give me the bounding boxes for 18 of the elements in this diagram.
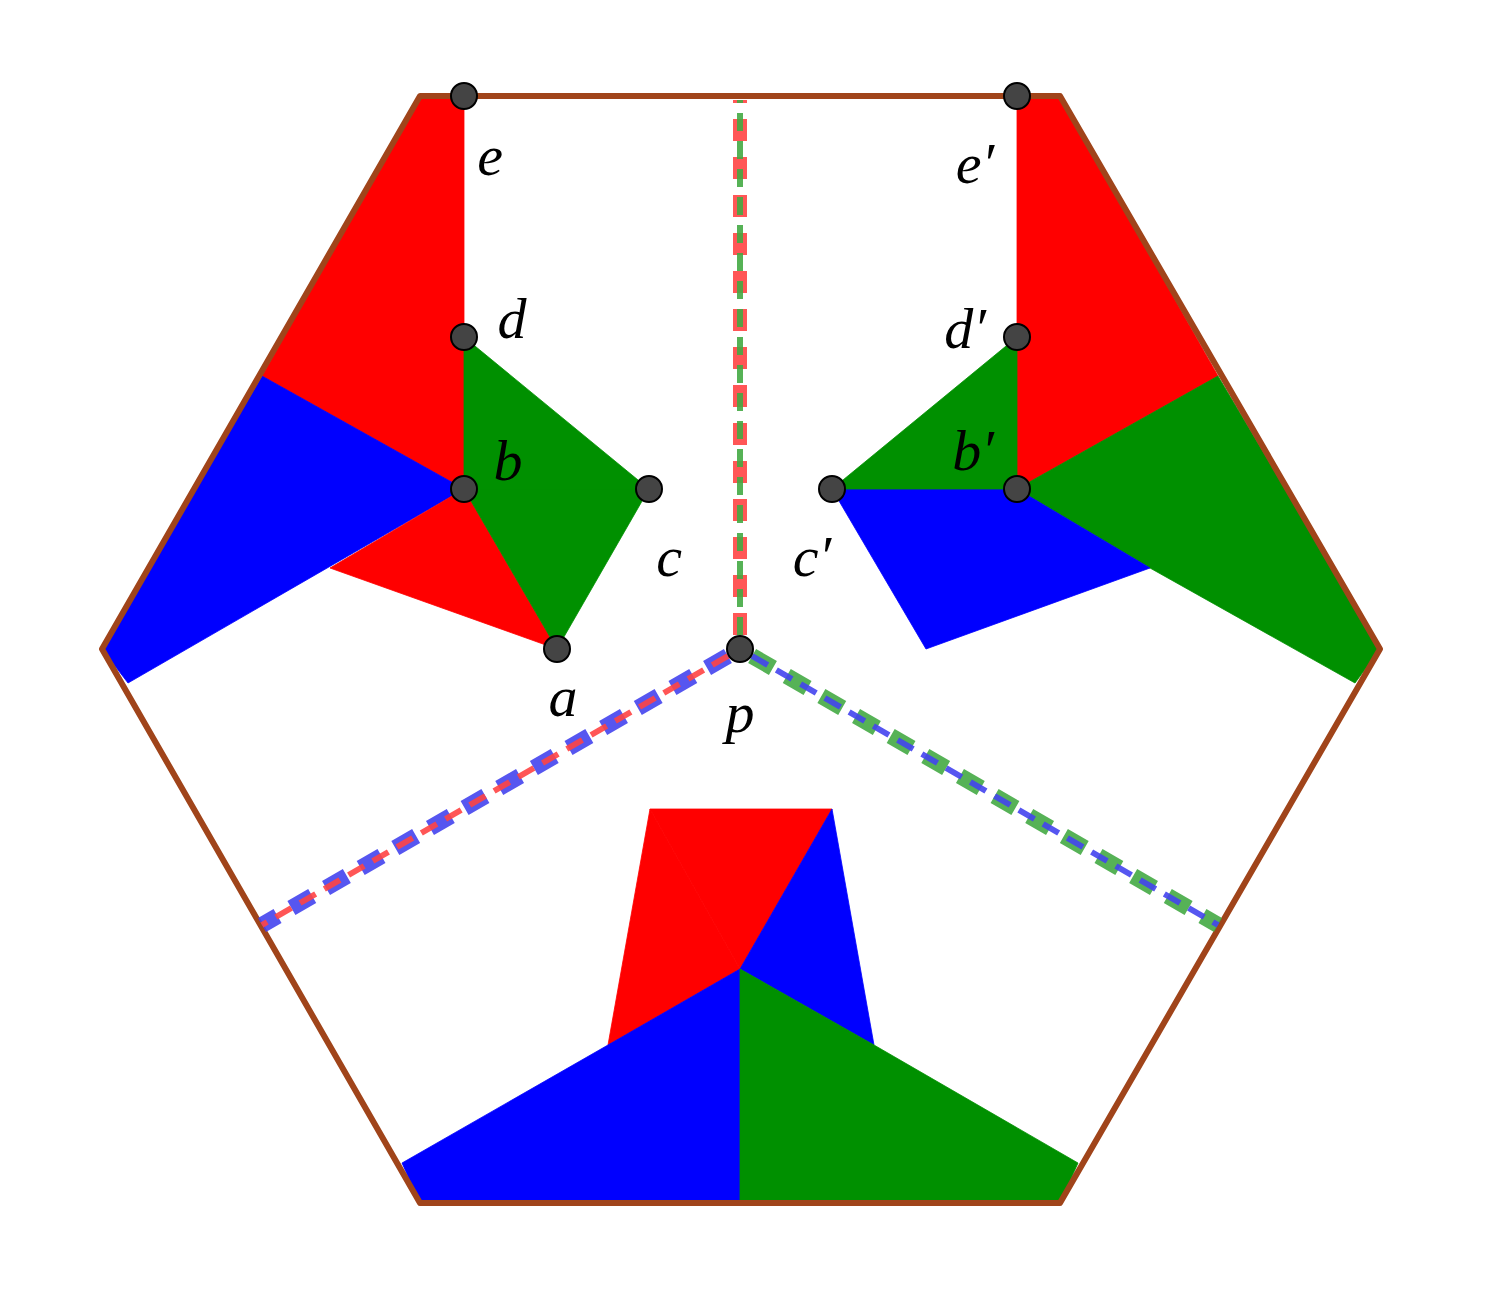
point-label: b′ xyxy=(952,422,994,480)
point-marker xyxy=(543,635,571,663)
point-label: b xyxy=(493,432,523,490)
point-marker xyxy=(450,82,478,110)
point-label: c′ xyxy=(792,528,832,586)
dashed-line xyxy=(733,100,747,635)
point-marker xyxy=(818,475,846,503)
point-marker xyxy=(1003,323,1031,351)
point-marker xyxy=(1003,82,1031,110)
point-label: e xyxy=(477,127,503,185)
point-marker xyxy=(726,635,754,663)
point-label: d xyxy=(497,290,527,348)
point-label: a xyxy=(548,668,578,726)
point-label: d′ xyxy=(944,300,986,358)
point-label: c xyxy=(656,528,682,586)
dashed-line xyxy=(737,100,743,635)
point-label: e′ xyxy=(955,135,995,193)
point-marker xyxy=(635,475,663,503)
